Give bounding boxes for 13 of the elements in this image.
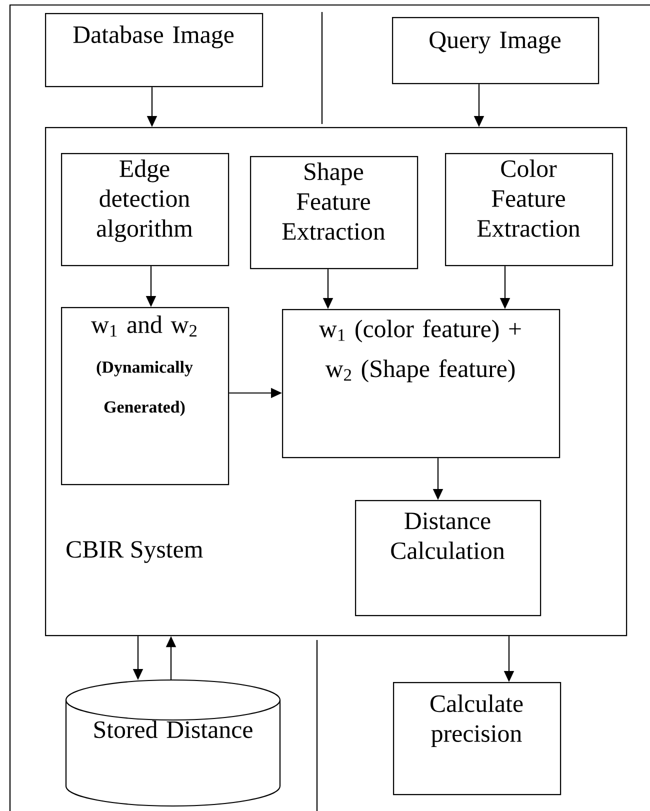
process-box: Distance Calculation [355,500,542,616]
process-box: Database Image [45,13,264,88]
process-box: Edge detection algorithm [61,153,230,266]
process-box: w$_{1}$ and w$_{2}$ (Dynamically Generated) [61,307,230,486]
process-box: Color Feature Extraction [445,153,614,266]
system-label: CBIR System [66,541,203,563]
node-label: Stored Distance [94,720,252,738]
database-cylinder: Stored Distance [65,679,281,807]
process-box: Shape Feature Extraction [250,156,418,270]
system-box [45,127,628,636]
process-box: w$_{1}$ (color feature) + w$_{2}$ (Shape feature) [282,309,560,458]
process-box: Calculate precision [393,682,562,796]
process-box: Query Image [392,17,600,84]
